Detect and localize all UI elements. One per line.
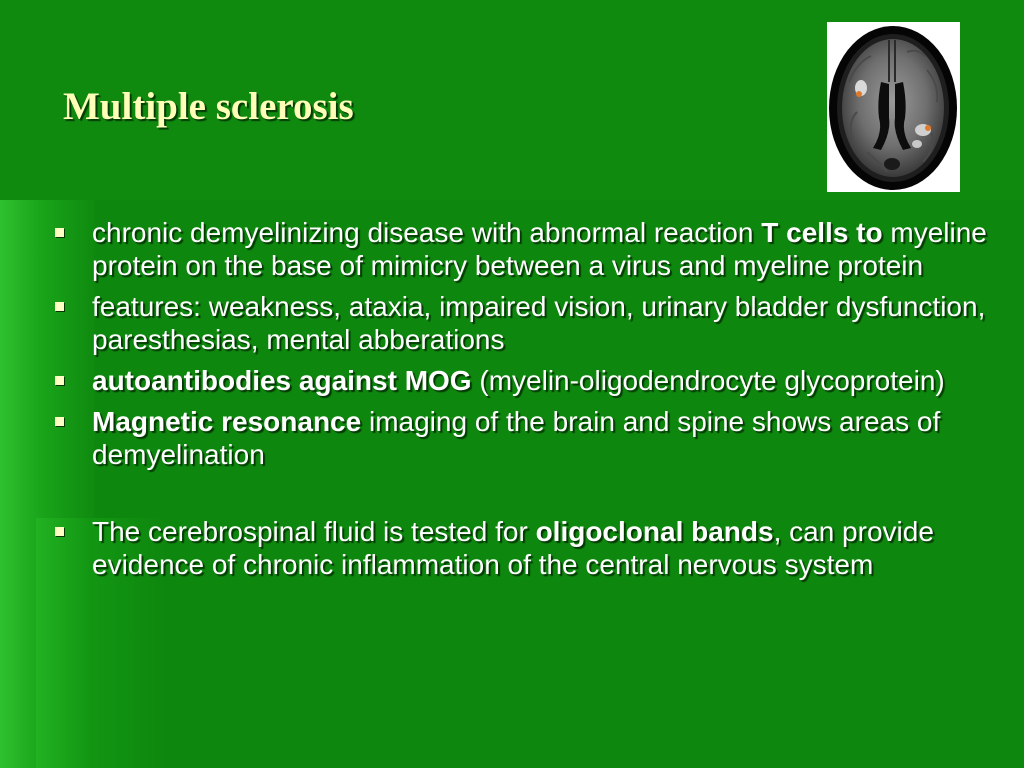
bullet-text-bold: Magnetic resonance bbox=[92, 406, 362, 437]
bullet-text: features: weakness, ataxia, impaired vis… bbox=[92, 291, 986, 355]
bullet-item: features: weakness, ataxia, impaired vis… bbox=[55, 290, 990, 356]
bullet-marker-icon bbox=[55, 228, 64, 237]
bullet-text: chronic demyelinizing disease with abnor… bbox=[92, 217, 762, 248]
bullet-marker-icon bbox=[55, 376, 64, 385]
bullet-item: chronic demyelinizing disease with abnor… bbox=[55, 216, 990, 282]
bullet-text-bold: T cells to bbox=[761, 217, 883, 248]
brain-mri-image bbox=[827, 22, 960, 192]
bullet-text: myeline protein on the base of mimicry b… bbox=[92, 217, 987, 281]
bullet-item: Magnetic resonance imaging of the brain … bbox=[55, 405, 990, 471]
background-lower-panel bbox=[36, 518, 1024, 768]
bullet-list: chronic demyelinizing disease with abnor… bbox=[55, 216, 990, 589]
bullet-marker-icon bbox=[55, 527, 64, 536]
bullet-text: The cerebrospinal fluid is tested for bbox=[92, 516, 536, 547]
bullet-text-bold: oligoclonal bands bbox=[535, 516, 774, 547]
bullet-item: autoantibodies against MOG (myelin-oligo… bbox=[55, 364, 990, 397]
bullet-marker-icon bbox=[55, 302, 64, 311]
bullet-item: The cerebrospinal fluid is tested for ol… bbox=[55, 515, 990, 581]
bullet-text: (myelin-oligodendrocyte glycoprotein) bbox=[471, 365, 945, 396]
bullet-text: , can provide evidence of chronic inflam… bbox=[92, 516, 934, 580]
bullet-text-bold: autoantibodies against MOG bbox=[92, 365, 472, 396]
bullet-marker-icon bbox=[55, 417, 64, 426]
bullet-text: imaging of the brain and spine shows are… bbox=[92, 406, 941, 470]
slide-title: Multiple sclerosis bbox=[63, 85, 354, 128]
brain-mri-icon bbox=[829, 26, 957, 190]
